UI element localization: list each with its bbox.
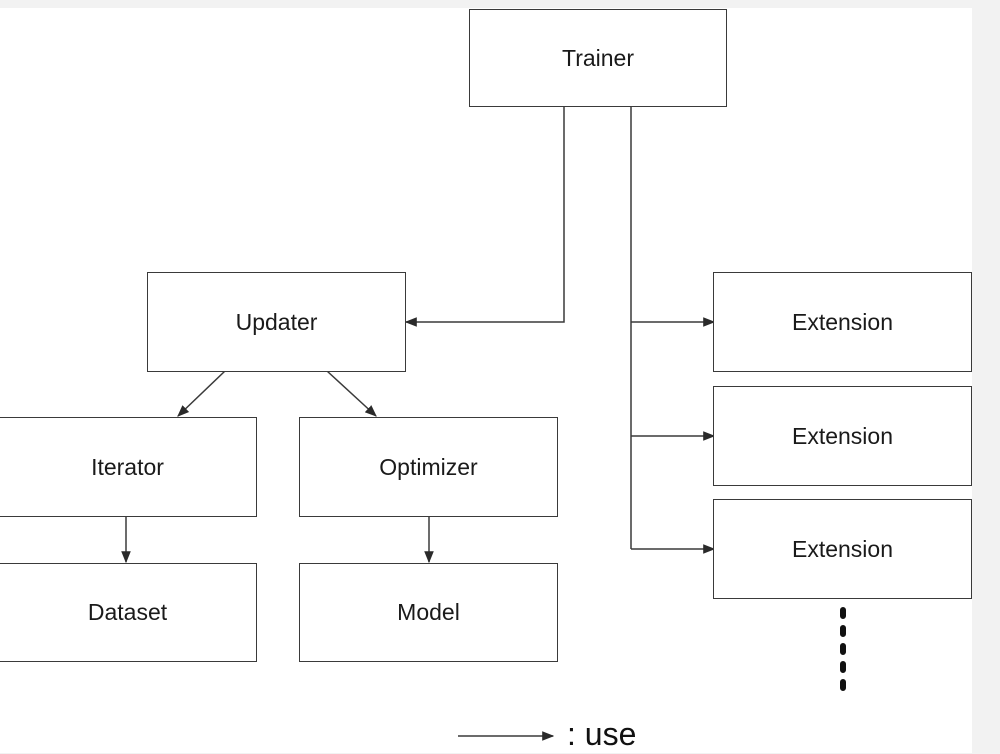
extension-box-3: Extension (713, 499, 972, 599)
optimizer-label: Optimizer (379, 453, 478, 480)
model-box: Model (299, 563, 558, 662)
edge-updater-optimizer (326, 370, 377, 417)
dataset-label: Dataset (87, 599, 168, 625)
model-label: Model (397, 599, 460, 625)
legend-label: : use (567, 716, 637, 752)
iterator-box: Iterator (0, 417, 257, 517)
extension-label-3: Extension (791, 535, 893, 562)
iterator-label: Iterator (91, 453, 164, 480)
extension-label-2: Extension (791, 422, 893, 449)
edge-trainer-updater (404, 107, 565, 327)
trainer-box: Trainer (469, 9, 727, 107)
updater-label: Updater (235, 308, 318, 335)
updater-box: Updater (147, 272, 406, 372)
extension-label-1: Extension (791, 308, 893, 335)
trainer-label: Trainer (562, 44, 634, 71)
extension-box-2: Extension (713, 386, 972, 486)
extension-box-1: Extension (713, 272, 972, 372)
optimizer-box: Optimizer (299, 417, 558, 517)
dataset-box: Dataset (0, 563, 257, 662)
edge-updater-iterator (177, 370, 226, 417)
